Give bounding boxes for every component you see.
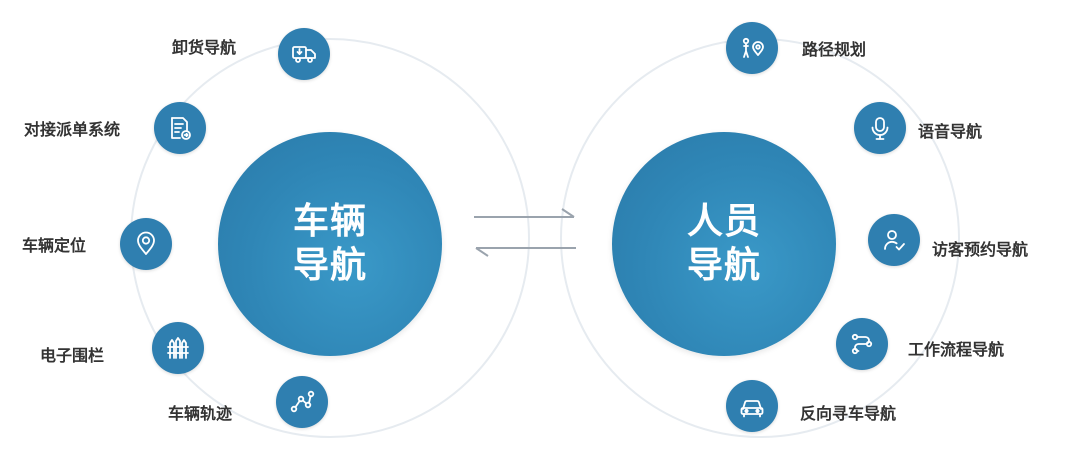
car-icon xyxy=(726,380,778,432)
truck-unload-icon xyxy=(278,28,330,80)
person-navigation-hub: 人员 导航 xyxy=(612,132,836,356)
arrow-right-icon xyxy=(474,208,575,218)
left-node-label-1: 卸货导航 xyxy=(172,38,237,57)
left-node-label-4: 电子围栏 xyxy=(40,346,105,365)
right-node-label-5: 反向寻车导航 xyxy=(800,404,897,423)
workflow-icon xyxy=(836,318,888,370)
left-node-label-5: 车辆轨迹 xyxy=(168,404,233,423)
vehicle-navigation-title: 车辆 导航 xyxy=(292,201,367,286)
right-node-label-1: 路径规划 xyxy=(802,40,867,59)
document-arrow-icon xyxy=(154,102,206,154)
right-node-label-4: 工作流程导航 xyxy=(908,340,1005,359)
left-node-label-2: 对接派单系统 xyxy=(24,120,121,139)
left-node-label-3: 车辆定位 xyxy=(22,236,87,255)
person-route-icon xyxy=(726,22,778,74)
visitor-check-icon xyxy=(868,214,920,266)
vehicle-navigation-hub: 车辆 导航 xyxy=(218,132,442,356)
arrow-left-icon xyxy=(475,247,576,257)
right-node-label-2: 语音导航 xyxy=(918,122,983,141)
route-track-icon xyxy=(276,376,328,428)
fence-icon xyxy=(152,322,204,374)
microphone-icon xyxy=(854,102,906,154)
right-node-label-3: 访客预约导航 xyxy=(932,240,1029,259)
location-pin-icon xyxy=(120,218,172,270)
person-navigation-title: 人员 导航 xyxy=(686,201,761,286)
